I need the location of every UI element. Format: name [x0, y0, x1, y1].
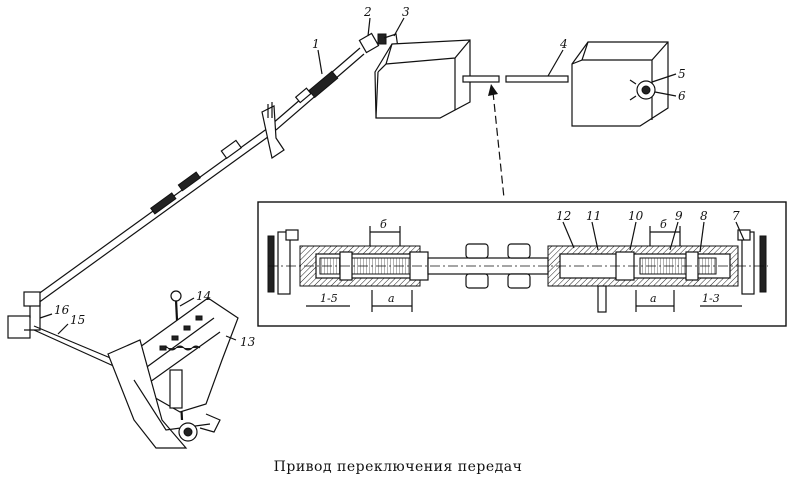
- callout-6: 6: [678, 89, 686, 103]
- dim-gap-right: 1-3: [702, 292, 720, 305]
- dim-a-right: а: [650, 292, 657, 305]
- detail-pointer-arrow: [492, 91, 505, 199]
- callout-7: 7: [732, 209, 740, 223]
- shift-rod-linkage: [7, 32, 399, 369]
- dim-gap-left: 1-5: [320, 292, 338, 305]
- callout-12: 12: [556, 209, 571, 223]
- dimension-lines: [306, 226, 742, 312]
- callout-1: 1: [312, 37, 320, 51]
- detail-inset: б б а а 1-5 1-3 12 11 10 9 8 7: [257, 201, 787, 327]
- shift-lever-assembly: [107, 290, 239, 449]
- dim-a-left: а: [388, 292, 395, 305]
- callout-15: 15: [70, 313, 85, 327]
- main-callouts: 1 2 3 4 5 6 13 14 15 16: [39, 5, 686, 349]
- dim-b-right: б: [660, 218, 667, 231]
- callout-3: 3: [402, 5, 410, 19]
- callout-5: 5: [678, 67, 686, 81]
- callout-8: 8: [700, 209, 708, 223]
- callout-14: 14: [196, 289, 211, 303]
- detail-pointer-arrowhead: [488, 84, 498, 96]
- connecting-shaft: [462, 75, 569, 83]
- callout-11: 11: [586, 209, 601, 223]
- callout-2: 2: [363, 5, 372, 19]
- callout-13: 13: [240, 335, 256, 349]
- gearbox-left-housing: [374, 39, 471, 119]
- gearbox-right-housing: [571, 41, 669, 127]
- callout-9: 9: [675, 209, 683, 223]
- callout-16: 16: [54, 303, 70, 317]
- figure-caption: Привод переключения передач: [273, 459, 523, 475]
- dim-b-left: б: [380, 218, 387, 231]
- callout-4: 4: [559, 37, 568, 51]
- callout-10: 10: [628, 209, 644, 223]
